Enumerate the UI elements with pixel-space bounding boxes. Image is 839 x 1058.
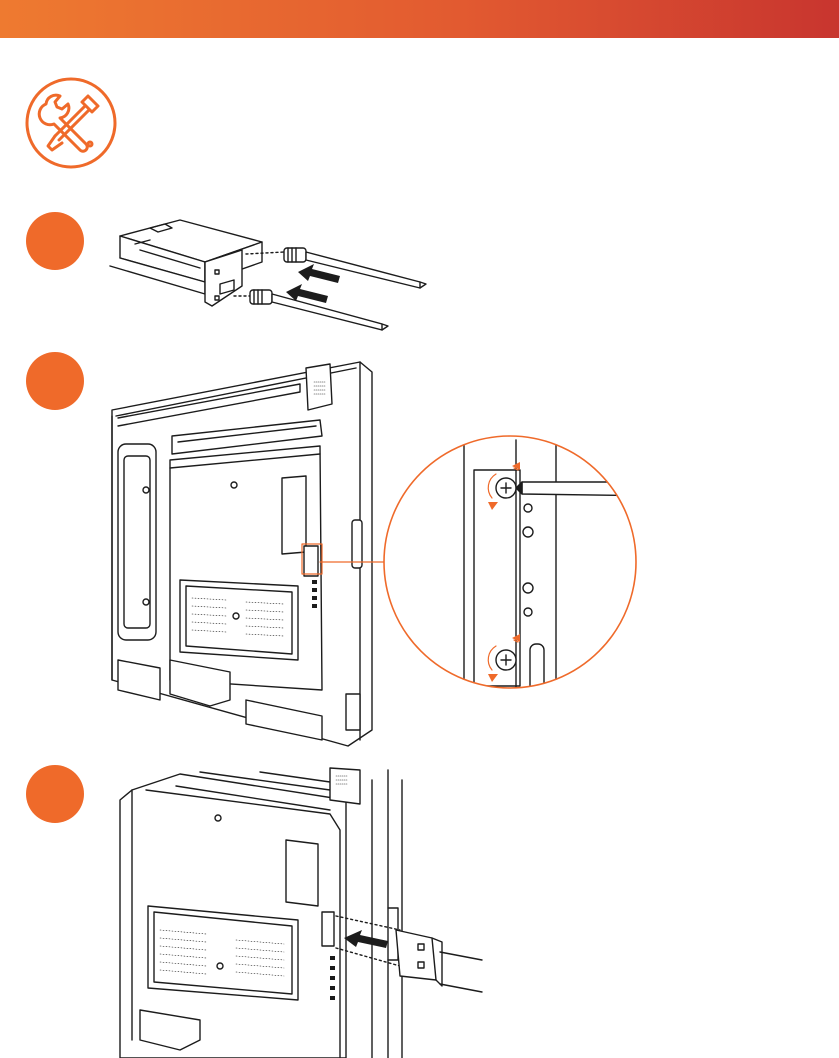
zoom-detail-screws [380,430,660,700]
insert-arrow-step3-icon [344,930,388,948]
wifi-module-inserting [396,930,482,992]
display-insert-illustration [120,768,402,1058]
insert-arrow-icon [286,264,340,303]
antenna-upper [284,248,426,288]
display-rear-illustration [112,362,372,746]
